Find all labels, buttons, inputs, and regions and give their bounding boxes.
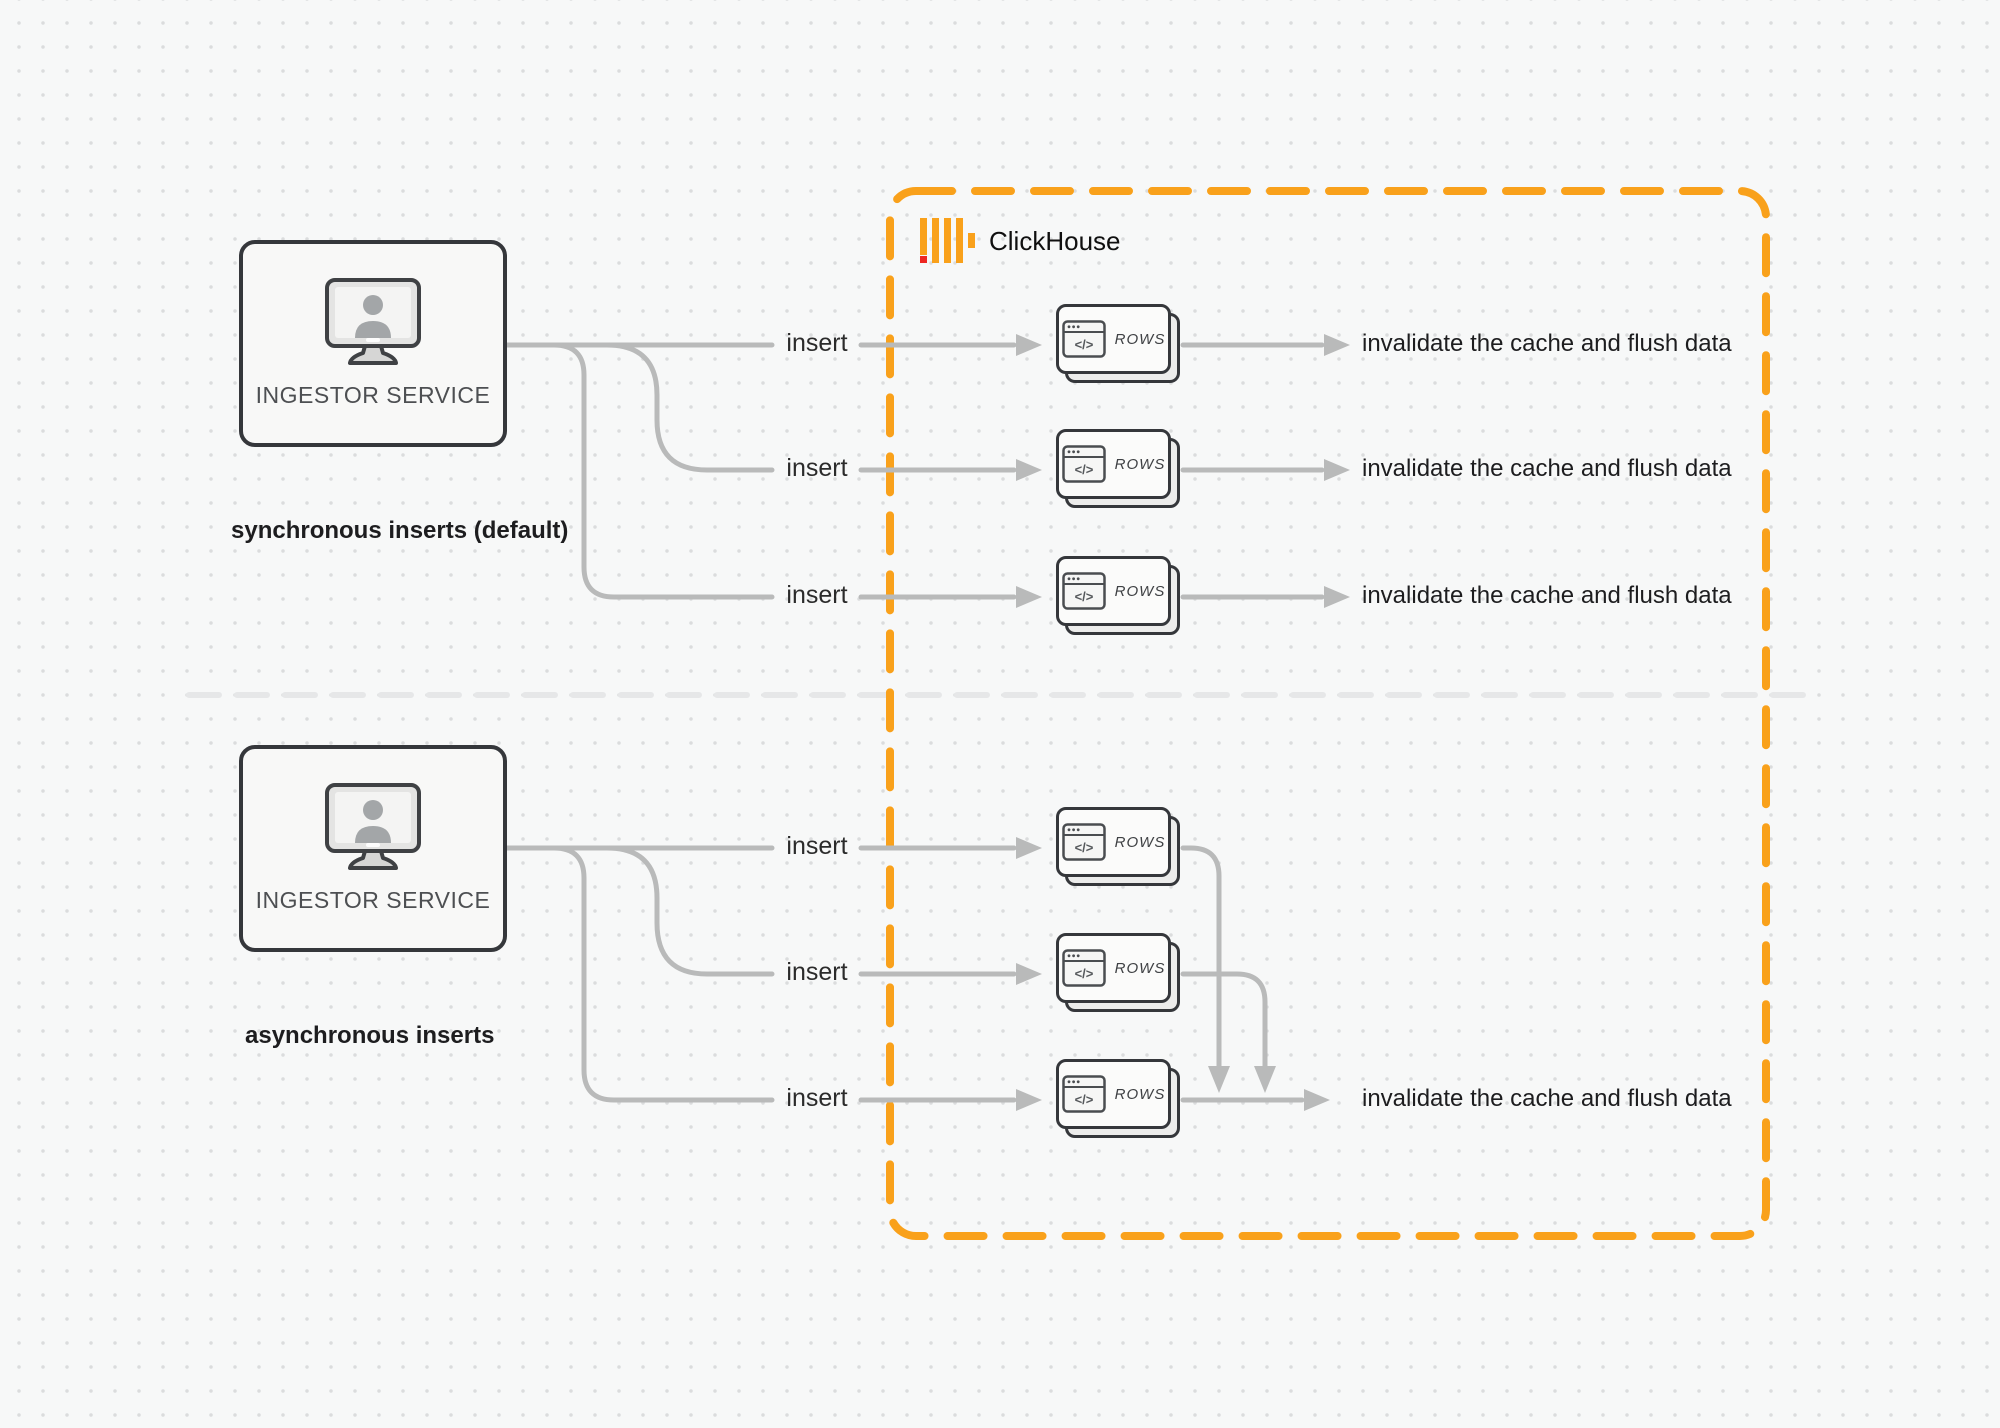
code-window-icon: </> <box>1061 949 1106 987</box>
rows-card-front: </> ROWS <box>1056 933 1171 1003</box>
rows-label: ROWS <box>1114 330 1166 348</box>
rows-label: ROWS <box>1114 582 1166 600</box>
clickhouse-boundary <box>886 187 1770 1240</box>
rows-label: ROWS <box>1114 959 1166 977</box>
converge-arrow-async-2 <box>1180 971 1268 1069</box>
insert-label-sync-2: insert <box>786 454 848 482</box>
insert-label-async-2: insert <box>786 958 848 986</box>
arrowhead-icon <box>1324 459 1350 481</box>
ingestor-service-node-async: INGESTOR SERVICE <box>239 745 507 952</box>
arrowhead-icon <box>1304 1089 1330 1111</box>
insert-label-sync-1: insert <box>786 329 848 357</box>
outcome-label-sync-1: invalidate the cache and flush data <box>1362 330 1732 357</box>
arrowhead-icon <box>1016 586 1042 608</box>
arrowhead-icon <box>1254 1066 1276 1093</box>
rows-label: ROWS <box>1114 1085 1166 1103</box>
code-window-icon: </> <box>1061 823 1106 861</box>
sync-section-caption: synchronous inserts (default) <box>231 517 569 544</box>
rows-card-front: </> ROWS <box>1056 1059 1171 1129</box>
ingestor-service-label: INGESTOR SERVICE <box>255 382 491 408</box>
connector-sync-row3 <box>504 342 775 600</box>
rows-label: ROWS <box>1114 455 1166 473</box>
converge-arrow-async-1 <box>1180 845 1222 1069</box>
arrowhead-icon <box>1324 586 1350 608</box>
insert-label-async-1: insert <box>786 832 848 860</box>
insert-label-sync-3: insert <box>786 581 848 609</box>
arrowhead-icon <box>1016 963 1042 985</box>
rows-node-async-2: </> ROWS <box>1056 933 1189 1013</box>
connector-async-row3 <box>504 845 775 1103</box>
code-window-icon: </> <box>1061 445 1106 483</box>
outcome-label-sync-3: invalidate the cache and flush data <box>1362 582 1732 609</box>
code-window-icon: </> <box>1061 320 1106 358</box>
connector-async-row2 <box>504 845 775 977</box>
svg-text:</>: </> <box>1074 462 1093 477</box>
arrowhead-icon <box>1016 459 1042 481</box>
rows-card-front: </> ROWS <box>1056 556 1171 626</box>
rows-card-front: </> ROWS <box>1056 807 1171 877</box>
arrowhead-icon <box>1016 837 1042 859</box>
rows-node-async-1: </> ROWS <box>1056 807 1189 887</box>
monitor-user-icon <box>325 783 421 870</box>
svg-text:</>: </> <box>1074 337 1093 352</box>
rows-card-front: </> ROWS <box>1056 429 1171 499</box>
outcome-label-sync-2: invalidate the cache and flush data <box>1362 455 1732 482</box>
async-section-caption: asynchronous inserts <box>245 1022 495 1049</box>
svg-text:</>: </> <box>1074 1092 1093 1107</box>
svg-text:</>: </> <box>1074 589 1093 604</box>
clickhouse-logo-icon <box>920 218 975 263</box>
clickhouse-title: ClickHouse <box>989 226 1121 256</box>
rows-card-front: </> ROWS <box>1056 304 1171 374</box>
connector-sync-row2 <box>504 342 775 473</box>
svg-text:</>: </> <box>1074 840 1093 855</box>
arrowhead-icon <box>1324 334 1350 356</box>
rows-label: ROWS <box>1114 833 1166 851</box>
outcome-label-async: invalidate the cache and flush data <box>1362 1085 1732 1112</box>
svg-text:</>: </> <box>1074 966 1093 981</box>
rows-node-async-3: </> ROWS <box>1056 1059 1189 1139</box>
code-window-icon: </> <box>1061 572 1106 610</box>
monitor-user-icon <box>325 278 421 365</box>
rows-node-sync-2: </> ROWS <box>1056 429 1189 509</box>
arrowhead-icon <box>1016 334 1042 356</box>
rows-node-sync-3: </> ROWS <box>1056 556 1189 636</box>
ingestor-service-label: INGESTOR SERVICE <box>255 887 491 913</box>
ingestor-service-node-sync: INGESTOR SERVICE <box>239 240 507 447</box>
insert-label-async-3: insert <box>786 1084 848 1112</box>
code-window-icon: </> <box>1061 1075 1106 1113</box>
rows-node-sync-1: </> ROWS <box>1056 304 1189 384</box>
arrowhead-icon <box>1016 1089 1042 1111</box>
arrowhead-icon <box>1208 1066 1230 1093</box>
